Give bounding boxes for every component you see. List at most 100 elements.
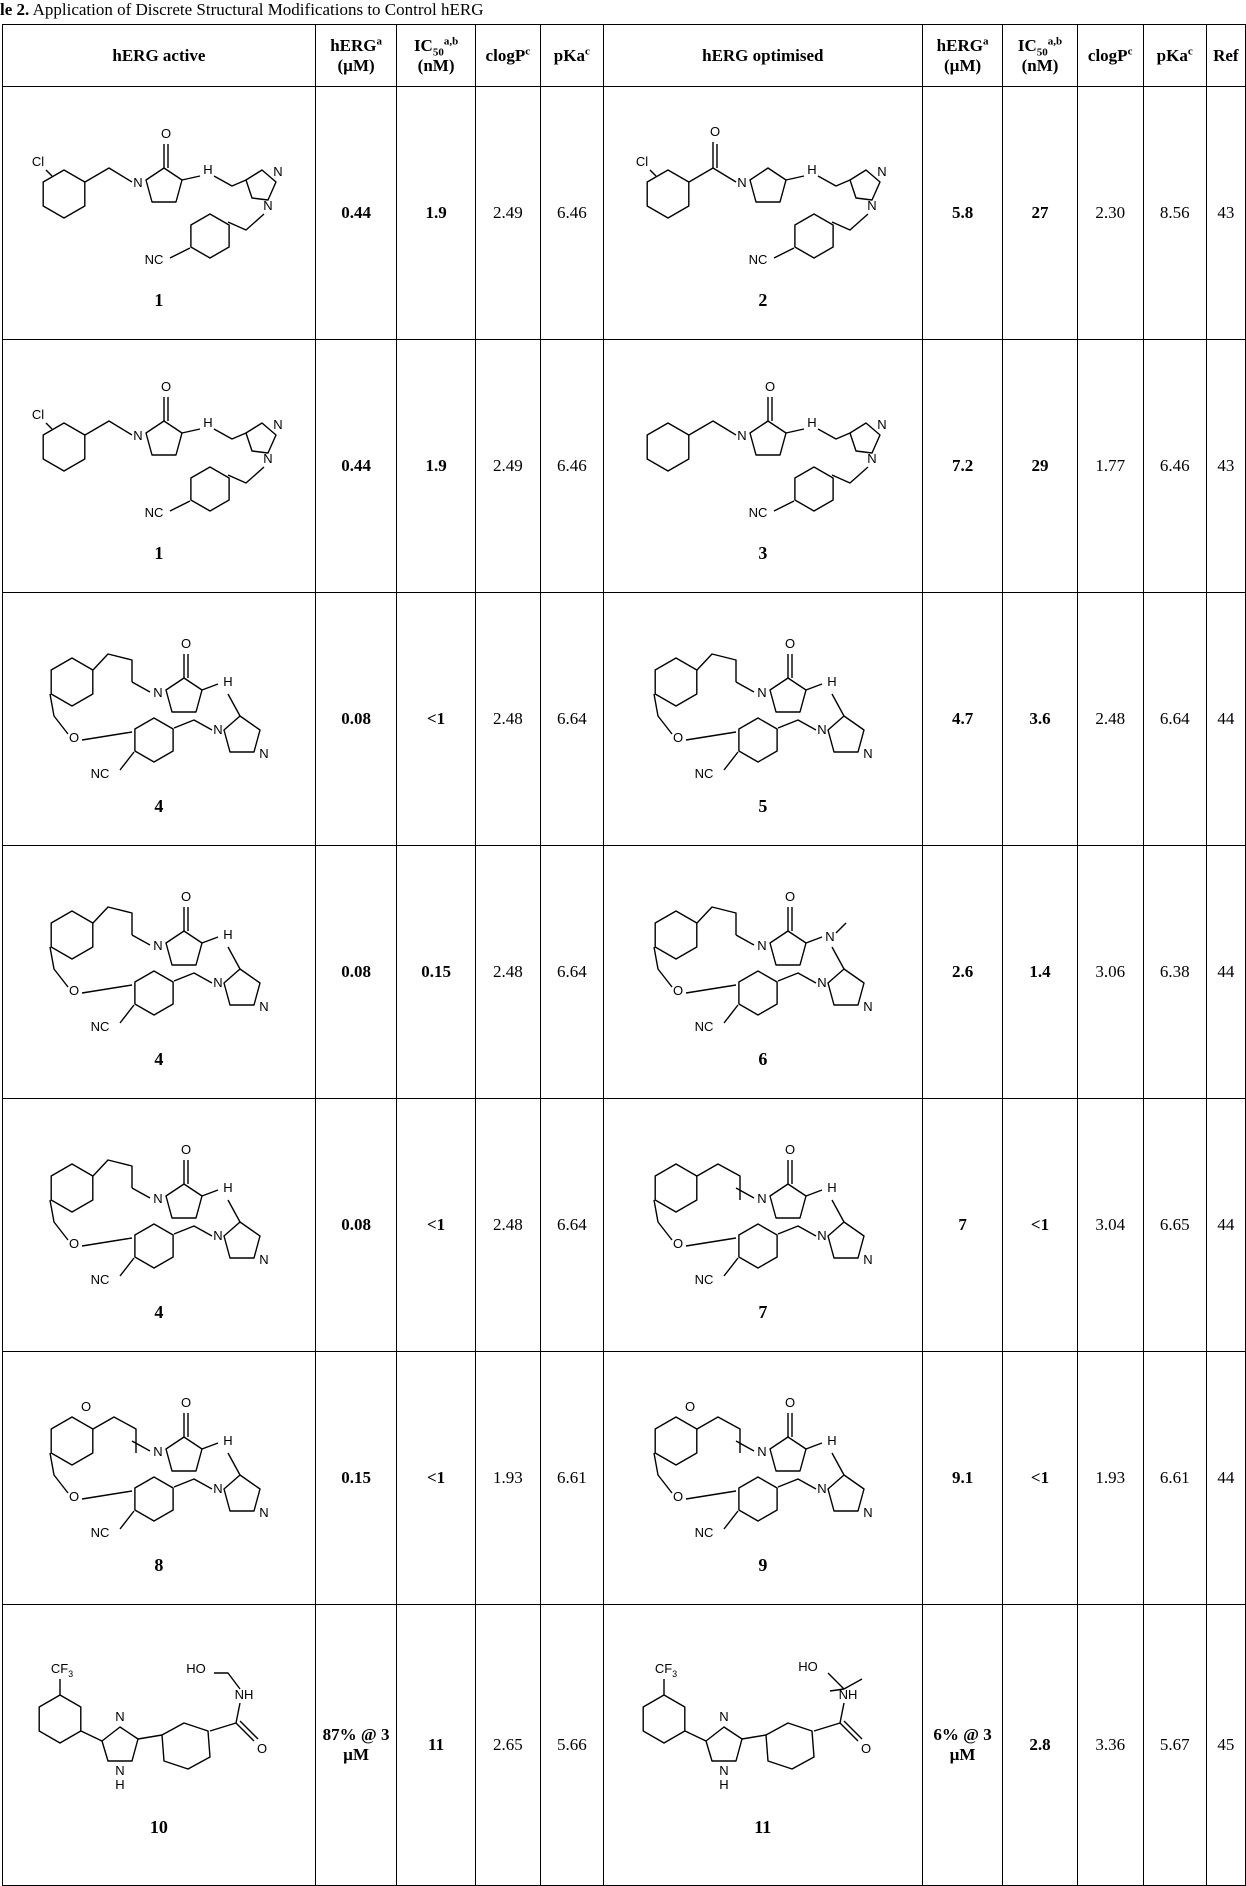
imidazole-n1-label: N xyxy=(263,451,272,466)
col-header-herg-opt: hERGa(µM) xyxy=(921,24,1004,87)
amine-h-label: H xyxy=(827,674,836,689)
imidazole-n-label: N xyxy=(877,164,886,179)
col-header-herg: hERGa(µM) xyxy=(314,24,398,87)
optimised-herg-value: 2.6 xyxy=(921,845,1004,1099)
optimised-ic50-value: <1 xyxy=(1002,1351,1078,1605)
optimised-pka-value: 6.65 xyxy=(1142,1098,1207,1352)
compound-number: 1 xyxy=(154,543,164,563)
lactam-n-label: N xyxy=(757,1444,766,1459)
reference-value: 44 xyxy=(1205,592,1246,846)
imidazole-n1-label: N xyxy=(213,1228,222,1243)
compound-number: 5 xyxy=(758,796,768,816)
active-pka-value: 6.46 xyxy=(539,339,604,593)
nitrile-label: NC xyxy=(145,252,164,267)
lactam-oxygen-label: O xyxy=(785,889,795,904)
active-clogp-value: 2.49 xyxy=(474,86,541,340)
lactam-oxygen-label: O xyxy=(785,1142,795,1157)
optimised-ic50-value: 29 xyxy=(1002,339,1078,593)
n-methyl-label: N xyxy=(825,929,834,944)
imidazole-n1-label: N xyxy=(263,198,272,213)
amide-oxygen-label: O xyxy=(257,1741,267,1756)
nitrile-label: NC xyxy=(91,766,110,781)
imidazole-n3-label: N xyxy=(863,999,872,1014)
imidazole-n1-label: N xyxy=(213,1481,222,1496)
active-clogp-value: 2.48 xyxy=(474,845,541,1099)
compound-number: 4 xyxy=(154,796,164,816)
optimised-clogp-value: 2.30 xyxy=(1076,86,1144,340)
ether-oxygen-label: O xyxy=(69,983,79,998)
carbonyl-oxygen-label: O xyxy=(161,126,171,141)
chlorine-atom-label: Cl xyxy=(32,407,44,422)
imidazole-n3-label: N xyxy=(863,1505,872,1520)
active-ic50-value: <1 xyxy=(396,1098,476,1352)
chlorine-atom-label: Cl xyxy=(32,154,44,169)
imidazole-n-label: N xyxy=(719,1709,728,1724)
optimised-ic50-value: 1.4 xyxy=(1002,845,1078,1099)
ether-oxygen-label: O xyxy=(673,730,683,745)
ether-oxygen-label: O xyxy=(69,1236,79,1251)
nitrogen-atom-label: N xyxy=(133,428,142,443)
hydroxyl-label: HO xyxy=(798,1659,818,1674)
amine-h-label: H xyxy=(807,415,816,430)
imidazole-n1-label: N xyxy=(817,1228,826,1243)
amine-h-label: H xyxy=(223,1180,232,1195)
optimised-clogp-value: 1.93 xyxy=(1076,1351,1144,1605)
active-herg-value: 0.08 xyxy=(314,1098,398,1352)
imidazole-n3-label: N xyxy=(259,1252,268,1267)
lactam-oxygen-label: O xyxy=(181,889,191,904)
nitrile-label: NC xyxy=(694,1019,713,1034)
active-ic50-value: 1.9 xyxy=(396,86,476,340)
compound-number: 7 xyxy=(758,1302,768,1322)
compound-number: 3 xyxy=(758,543,768,563)
imidazole-h-label: H xyxy=(719,1777,728,1792)
herg-table: hERG active hERGa(µM) IC50a,b(nM) clogPc… xyxy=(2,24,1246,1886)
nitrogen-atom-label: N xyxy=(133,175,142,190)
reference-value: 44 xyxy=(1205,1098,1246,1352)
lactam-oxygen-label: O xyxy=(181,1395,191,1410)
col-header-clogp: clogPc xyxy=(474,24,541,87)
nitrile-label: NC xyxy=(694,1272,713,1287)
amine-h-label: H xyxy=(807,162,816,177)
active-ic50-value: 0.15 xyxy=(396,845,476,1099)
active-pka-value: 6.46 xyxy=(539,86,604,340)
reference-value: 44 xyxy=(1205,845,1246,1099)
lactam-oxygen-label: O xyxy=(181,636,191,651)
optimised-pka-value: 8.56 xyxy=(1142,86,1207,340)
active-herg-value: 0.08 xyxy=(314,845,398,1099)
active-herg-value: 0.15 xyxy=(314,1351,398,1605)
imidazole-n-label: N xyxy=(877,417,886,432)
compound-number: 4 xyxy=(154,1049,164,1069)
optimised-herg-value: 7 xyxy=(921,1098,1004,1352)
imidazole-nh-label: N xyxy=(115,1763,124,1778)
col-header-clogp-opt: clogPc xyxy=(1076,24,1144,87)
carbonyl-oxygen-label: O xyxy=(161,379,171,394)
imidazole-h-label: H xyxy=(115,1777,124,1792)
oxygen-atom-label: O xyxy=(710,124,720,139)
nitrile-label: NC xyxy=(91,1525,110,1540)
active-herg-value: 0.08 xyxy=(314,592,398,846)
optimised-ic50-value: <1 xyxy=(1002,1098,1078,1352)
col-header-ic50-opt: IC50a,b(nM) xyxy=(1002,24,1078,87)
imidazole-n1-label: N xyxy=(817,722,826,737)
optimised-ic50-value: 2.8 xyxy=(1002,1604,1078,1886)
compound-number: 1 xyxy=(154,290,164,310)
active-ic50-value: <1 xyxy=(396,1351,476,1605)
trifluoromethyl-label: CF3 xyxy=(655,1661,677,1679)
reference-value: 43 xyxy=(1205,86,1246,340)
optimised-ic50-value: 3.6 xyxy=(1002,592,1078,846)
imidazole-n-label: N xyxy=(273,164,282,179)
active-clogp-value: 2.48 xyxy=(474,592,541,846)
